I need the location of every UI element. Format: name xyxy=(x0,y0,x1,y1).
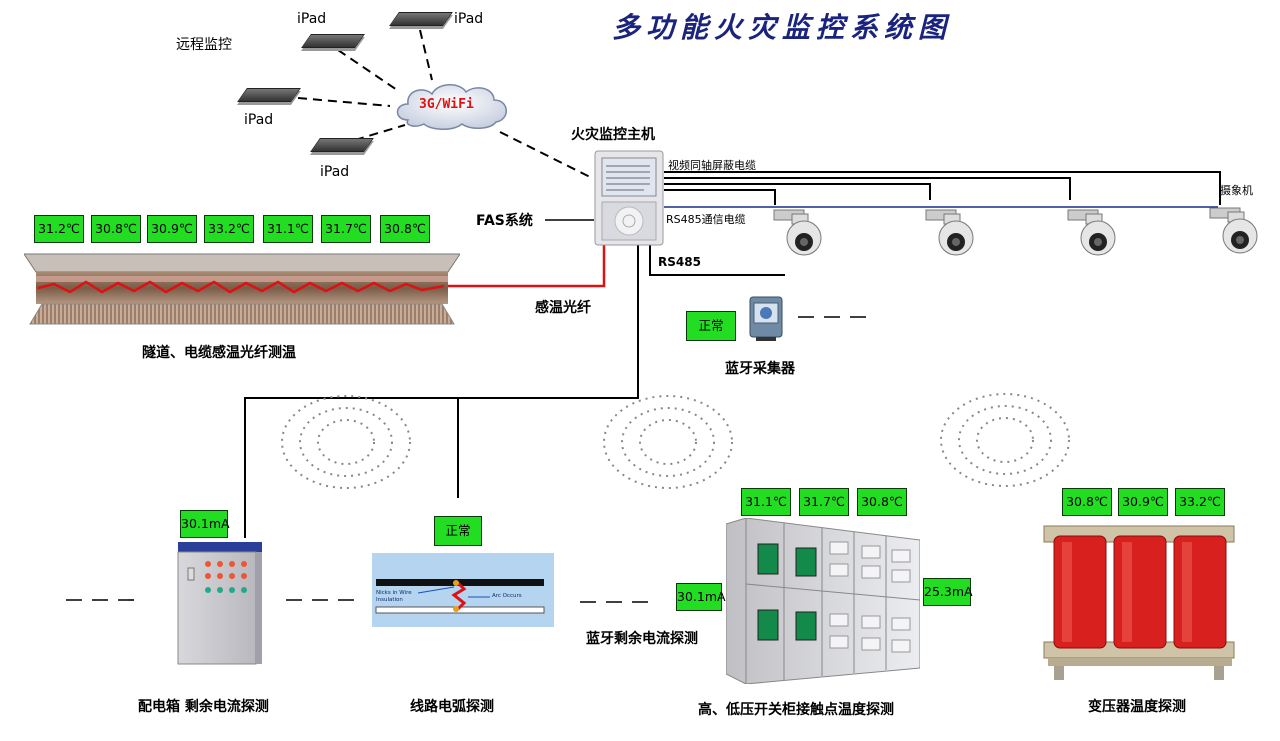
remote-monitoring-label: 远程监控 xyxy=(176,37,232,53)
coax-cable-label: 视频同轴屏蔽电缆 xyxy=(668,159,756,172)
camera-label: 摄象机 xyxy=(1220,184,1253,197)
arc-diagram-text: Nicks in Wire xyxy=(376,590,412,596)
fiber-label: 感温光纤 xyxy=(535,300,591,316)
switchgear-label: 高、低压开关柜接触点温度探测 xyxy=(698,702,894,718)
tunnel-temp-reading: 30.9℃ xyxy=(147,215,197,243)
network-label: 3G/WiFi xyxy=(419,97,474,112)
arc-label: 线路电弧探测 xyxy=(410,699,494,715)
bluetooth-collector-device xyxy=(749,296,783,341)
ipad-label: iPad xyxy=(454,11,484,27)
collector-label: 蓝牙采集器 xyxy=(725,361,795,377)
rs485-cable-label: RS485通信电缆 xyxy=(666,213,746,226)
switchgear-current-reading: 30.1mA xyxy=(676,583,726,611)
switchgear-current-reading: 25.3mA xyxy=(923,578,973,606)
transformer-temp-reading: 30.8℃ xyxy=(1062,488,1112,516)
tunnel-temp-reading: 33.2℃ xyxy=(204,215,254,243)
tunnel-temp-reading: 30.8℃ xyxy=(91,215,141,243)
transformer-device xyxy=(1043,525,1235,680)
ipad-label: iPad xyxy=(244,112,274,128)
dome-camera-icon xyxy=(773,209,822,256)
fas-label: FAS系统 xyxy=(476,213,533,229)
ipad-label: iPad xyxy=(297,11,327,27)
ipad-label: iPad xyxy=(320,164,350,180)
transformer-temp-reading: 30.9℃ xyxy=(1118,488,1168,516)
dome-camera-icon xyxy=(925,209,974,256)
dome-camera-icon xyxy=(1067,209,1116,256)
distribution-current-reading: 30.1mA xyxy=(180,510,230,538)
tunnel-temp-reading: 31.2℃ xyxy=(34,215,84,243)
transformer-temp-reading: 33.2℃ xyxy=(1175,488,1225,516)
rs485-label: RS485 xyxy=(658,255,701,269)
ipad-icon xyxy=(301,34,365,48)
arc-diagram-text: Insulation xyxy=(376,597,403,603)
transformer-label: 变压器温度探测 xyxy=(1088,699,1186,715)
arc-status: 正常 xyxy=(434,516,482,546)
collector-status: 正常 xyxy=(686,311,736,341)
tunnel-temp-reading: 31.7℃ xyxy=(321,215,371,243)
dome-camera-icon xyxy=(1209,207,1258,254)
ipad-icon xyxy=(389,12,453,26)
switchgear-cabinet xyxy=(726,518,920,684)
tunnel-temp-reading: 31.1℃ xyxy=(263,215,313,243)
host-label: 火灾监控主机 xyxy=(571,127,655,143)
tunnel-temp-reading: 30.8℃ xyxy=(380,215,430,243)
switchgear-temp-reading: 30.8℃ xyxy=(857,488,907,516)
ipad-icon xyxy=(237,88,301,102)
distribution-box-label: 配电箱 剩余电流探测 xyxy=(138,699,269,715)
arc-diagram-text: Arc Occurs xyxy=(492,593,522,599)
ipad-icon xyxy=(310,138,374,152)
cloud-icon xyxy=(396,84,507,130)
fire-host-device xyxy=(594,150,664,246)
tunnel-cable-tray xyxy=(24,253,460,325)
switchgear-temp-reading: 31.1℃ xyxy=(741,488,791,516)
switchgear-temp-reading: 31.7℃ xyxy=(799,488,849,516)
bluetooth-current-label: 蓝牙剩余电流探测 xyxy=(586,631,698,647)
page-title: 多功能火灾监控系统图 xyxy=(612,11,953,44)
arc-detection-diagram xyxy=(372,553,554,627)
tunnel-label: 隧道、电缆感温光纤测温 xyxy=(142,345,296,361)
distribution-box-device xyxy=(177,542,262,665)
